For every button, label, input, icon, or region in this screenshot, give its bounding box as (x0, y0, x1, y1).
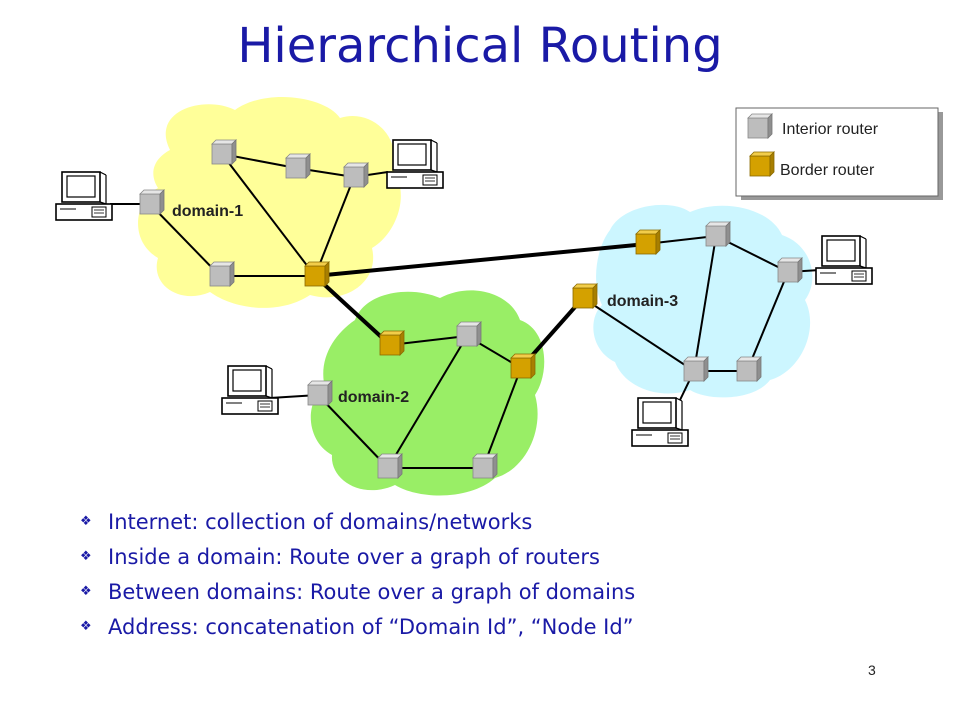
router-cube-icon (377, 453, 403, 479)
domain-2-label: domain-2 (338, 389, 409, 406)
router-cube-icon (307, 380, 333, 406)
bullet-item: ❖ Inside a domain: Route over a graph of … (80, 541, 635, 576)
router-cube-icon (456, 321, 482, 347)
router-cube-icon (747, 113, 773, 139)
bullet-item: ❖ Between domains: Route over a graph of … (80, 576, 635, 611)
router-cube-icon (683, 356, 709, 382)
legend: Interior router Border router (735, 107, 943, 200)
bullet-text: Inside a domain: Route over a graph of r… (108, 545, 600, 569)
legend-interior-label: Interior router (782, 121, 879, 138)
bullet-text: Address: concatenation of “Domain Id”, “… (108, 615, 634, 639)
diamond-bullet-icon: ❖ (80, 514, 92, 529)
router-cube-icon (285, 153, 311, 179)
computer-icon (55, 171, 113, 221)
domain-1-label: domain-1 (172, 203, 243, 220)
legend-border-label: Border router (780, 162, 875, 179)
domain-3-label: domain-3 (607, 293, 678, 310)
router-cube-icon (343, 162, 369, 188)
border-router-icon (304, 261, 330, 287)
bullet-text: Between domains: Route over a graph of d… (108, 580, 636, 604)
bullet-item: ❖ Address: concatenation of “Domain Id”, … (80, 611, 635, 646)
diamond-bullet-icon: ❖ (80, 584, 92, 599)
domain-2-cloud (310, 290, 545, 496)
slide-number: 3 (868, 662, 876, 678)
border-router-icon (749, 151, 775, 177)
router-cube-icon (209, 261, 235, 287)
computer-icon (386, 139, 444, 189)
computer-icon (631, 397, 689, 447)
router-cube-icon (777, 257, 803, 283)
router-cube-icon (736, 356, 762, 382)
bullet-text: Internet: collection of domains/networks (108, 510, 533, 534)
border-router-icon (379, 330, 405, 356)
domain-1-cloud (138, 96, 401, 308)
router-cube-icon (705, 221, 731, 247)
router-cube-icon (139, 189, 165, 215)
computer-icon (815, 235, 873, 285)
border-router-icon (572, 283, 598, 309)
diamond-bullet-icon: ❖ (80, 549, 92, 564)
bullet-item: ❖ Internet: collection of domains/network… (80, 506, 635, 541)
bullet-list: ❖ Internet: collection of domains/network… (80, 506, 635, 646)
diamond-bullet-icon: ❖ (80, 619, 92, 634)
border-router-icon (635, 229, 661, 255)
router-cube-icon (472, 453, 498, 479)
computer-icon (221, 365, 279, 415)
border-router-icon (510, 353, 536, 379)
slide-title: Hierarchical Routing (237, 18, 723, 74)
router-cube-icon (211, 139, 237, 165)
